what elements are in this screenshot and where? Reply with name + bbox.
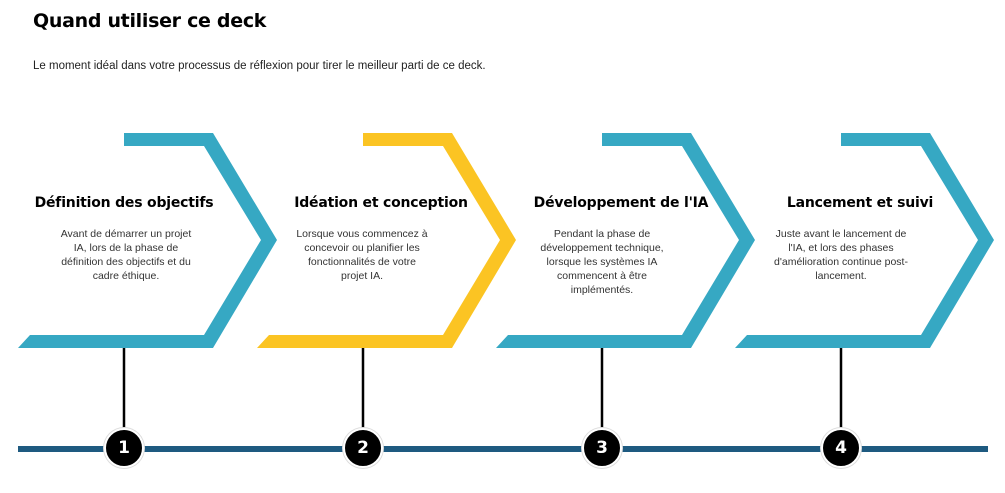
step-description-line: l'IA, et lors des phases bbox=[788, 242, 894, 254]
step-title: Définition des objectifs bbox=[34, 195, 214, 211]
step-description-line: projet IA. bbox=[340, 270, 384, 282]
step-description-line: lorsque les systèmes IA bbox=[546, 256, 658, 268]
step-description-line: implémentés. bbox=[570, 284, 634, 296]
timeline-axis bbox=[18, 446, 988, 452]
step-description: Pendant la phase de développement techniq… bbox=[502, 227, 702, 297]
step-description-line: Avant de démarrer un projet bbox=[60, 228, 192, 240]
step-title: Développement de l'IA bbox=[533, 195, 709, 211]
step-description: Lorsque vous commencez à concevoir ou pla… bbox=[262, 227, 462, 283]
step-description-line: lancement. bbox=[815, 270, 867, 282]
step-title: Idéation et conception bbox=[294, 195, 468, 211]
step-description-line: développement technique, bbox=[540, 242, 664, 254]
step-number-badge: 1 bbox=[104, 428, 144, 468]
step-description: Juste avant le lancement de l'IA, et lors… bbox=[741, 227, 941, 283]
step-description-line: cadre éthique. bbox=[92, 270, 160, 282]
step-number-badge: 4 bbox=[821, 428, 861, 468]
step-title: Lancement et suivi bbox=[786, 195, 934, 211]
step-number-badge: 2 bbox=[343, 428, 383, 468]
page-title: Quand utiliser ce deck bbox=[33, 10, 267, 32]
step-description-line: d'amélioration continue post- bbox=[774, 256, 908, 268]
step-description-line: Pendant la phase de bbox=[553, 228, 651, 240]
step-number-badge: 3 bbox=[582, 428, 622, 468]
page-subtitle: Le moment idéal dans votre processus de … bbox=[33, 60, 486, 72]
step-description-line: définition des objectifs et du bbox=[61, 256, 191, 268]
step-description-line: concevoir ou planifier les bbox=[304, 242, 420, 254]
step-description-line: commencent à être bbox=[557, 270, 647, 282]
step-description-line: Lorsque vous commencez à bbox=[296, 228, 428, 240]
step-description-line: Juste avant le lancement de bbox=[775, 228, 907, 240]
step-description-line: IA, lors de la phase de bbox=[73, 242, 179, 254]
step-description-line: fonctionnalités de votre bbox=[308, 256, 416, 268]
